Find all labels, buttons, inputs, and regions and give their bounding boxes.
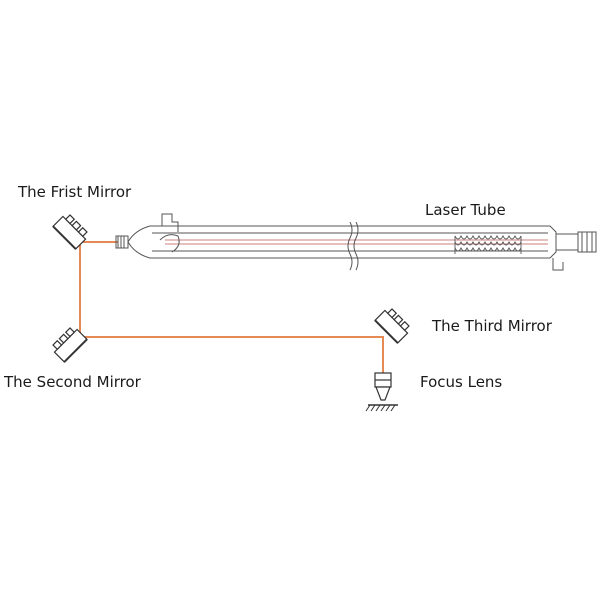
first-mirror-label: The Frist Mirror [18,183,132,201]
focus-lens-head [365,372,398,412]
third-mirror-label: The Third Mirror [432,317,552,335]
first-mirror [52,214,88,250]
focus-lens-label: Focus Lens [420,373,503,391]
tube-coil [454,234,522,254]
laser-tube [115,213,597,271]
laser-tube-label: Laser Tube [425,201,506,219]
second-mirror [52,327,88,363]
laser-beam-path [79,241,384,375]
third-mirror [374,308,410,344]
second-mirror-label: The Second Mirror [4,373,141,391]
